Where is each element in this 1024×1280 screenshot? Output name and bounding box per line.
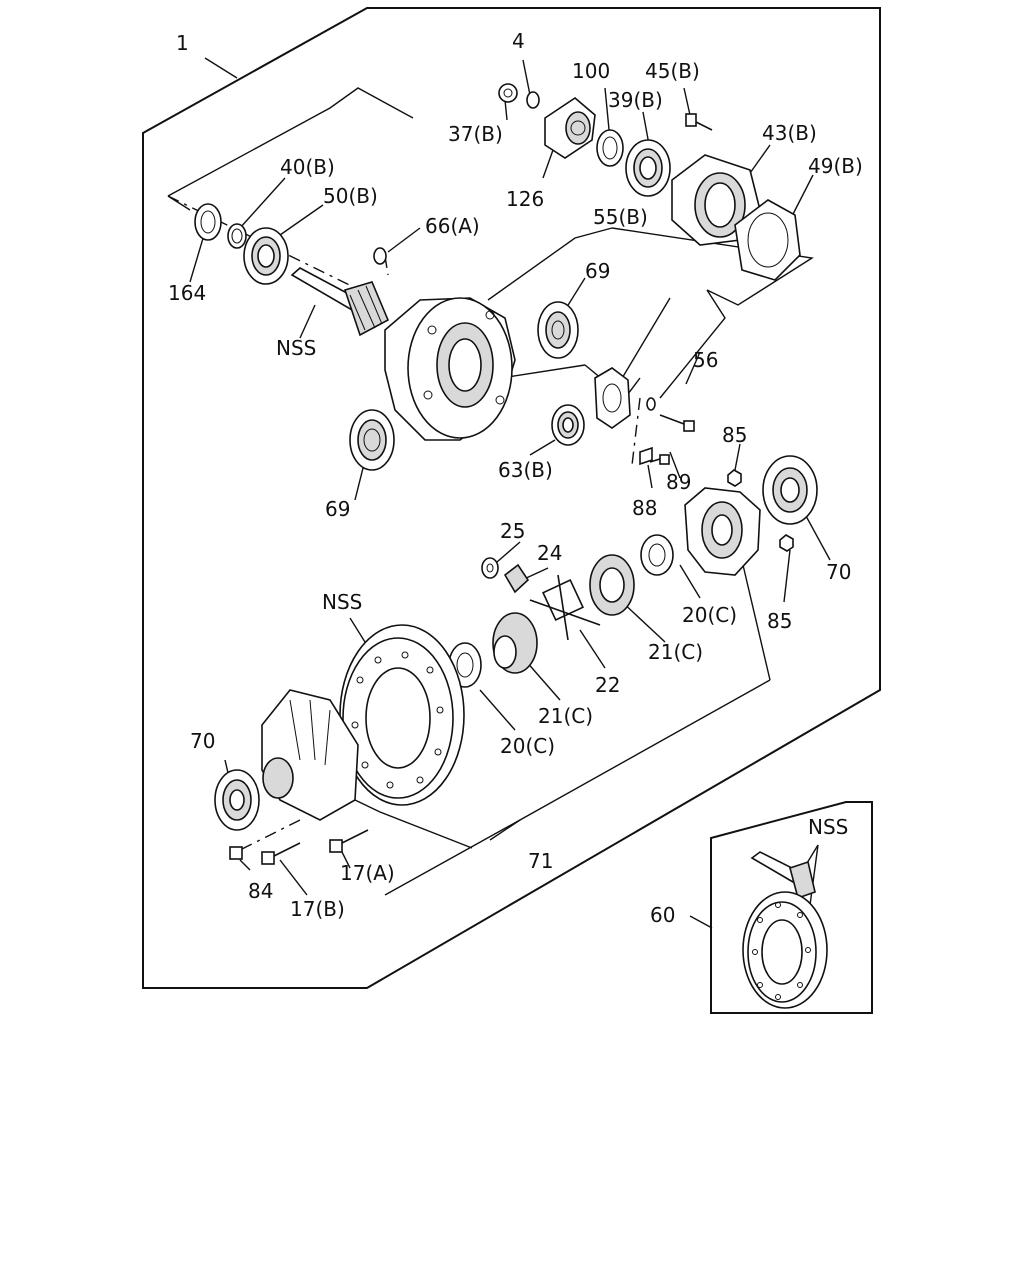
drive-pinion xyxy=(290,267,390,337)
callout-17a: 17(A) xyxy=(340,861,395,885)
diff-case-right xyxy=(684,487,761,576)
callout-nss-pinion: NSS xyxy=(276,336,316,360)
callout-20c-left: 20(C) xyxy=(500,734,555,758)
carrier-housing xyxy=(384,297,516,441)
callout-21c-left: 21(C) xyxy=(538,704,593,728)
clip-56 xyxy=(646,397,656,411)
callout-60: 60 xyxy=(650,903,675,927)
callout-66a: 66(A) xyxy=(425,214,480,238)
callout-43b: 43(B) xyxy=(762,121,817,145)
bolt-89 xyxy=(649,454,670,465)
shim-40b xyxy=(227,223,247,249)
adjuster-69-lower xyxy=(349,409,395,471)
gear-set-60 xyxy=(742,851,828,1009)
callout-1: 1 xyxy=(176,31,189,55)
bolt-17a xyxy=(329,829,369,853)
callout-labels: 1 4 100 45(B) 37(B) 39(B) 43(B) 49(B) 12… xyxy=(168,29,863,927)
oring-4 xyxy=(526,91,540,109)
seal-164 xyxy=(194,203,222,241)
callout-88: 88 xyxy=(632,496,657,520)
nut-85-lower xyxy=(779,534,794,552)
bearing-39b xyxy=(625,139,671,197)
collar-66a xyxy=(373,247,387,265)
inset-frame xyxy=(710,801,873,1014)
side-gear-21c-left xyxy=(492,612,538,674)
thrust-washer-20c-right xyxy=(640,534,674,576)
callout-84: 84 xyxy=(248,879,273,903)
callout-71: 71 xyxy=(528,849,553,873)
callout-63b: 63(B) xyxy=(498,458,553,482)
main-assembly-frame xyxy=(142,7,881,989)
side-gear-21c-right xyxy=(589,554,635,616)
callout-40b: 40(B) xyxy=(280,155,335,179)
seal-100 xyxy=(596,129,624,167)
callout-164: 164 xyxy=(168,281,206,305)
callout-70-right: 70 xyxy=(826,560,851,584)
diff-case-left xyxy=(261,689,359,821)
nut-37b xyxy=(498,83,518,103)
bearing-63b xyxy=(551,404,585,446)
callout-85-upper: 85 xyxy=(722,423,747,447)
ring-gear xyxy=(339,624,465,806)
callout-89: 89 xyxy=(666,470,691,494)
callout-69-lower: 69 xyxy=(325,497,350,521)
bolt-17b xyxy=(261,842,301,865)
callout-70-left: 70 xyxy=(190,729,215,753)
callout-21c-right: 21(C) xyxy=(648,640,703,664)
bearing-50b xyxy=(243,227,289,285)
lock-88 xyxy=(639,446,653,466)
callout-69-upper: 69 xyxy=(585,259,610,283)
bolt-45b xyxy=(685,113,713,131)
callout-49b: 49(B) xyxy=(808,154,863,178)
bolt-56 xyxy=(659,414,695,432)
callout-20c-right: 20(C) xyxy=(682,603,737,627)
callout-45b: 45(B) xyxy=(645,59,700,83)
callout-4: 4 xyxy=(512,29,525,53)
callout-22: 22 xyxy=(595,673,620,697)
bolt-84 xyxy=(229,846,243,860)
nut-85-upper xyxy=(727,469,742,487)
bearing-cap-56 xyxy=(594,367,631,429)
pinion-gear-24 xyxy=(503,563,530,594)
adjuster-69-upper xyxy=(537,301,579,359)
spider-22 xyxy=(529,574,601,641)
bearing-70-right xyxy=(762,455,818,525)
bearing-70-left xyxy=(214,769,260,831)
callout-nss-ringgear: NSS xyxy=(322,590,362,614)
callout-37b: 37(B) xyxy=(448,122,503,146)
callout-56: 56 xyxy=(693,348,718,372)
callout-126: 126 xyxy=(506,187,544,211)
callout-nss-inset: NSS xyxy=(808,815,848,839)
gasket-49b xyxy=(734,199,801,281)
callout-50b: 50(B) xyxy=(323,184,378,208)
callout-100: 100 xyxy=(572,59,610,83)
callout-25: 25 xyxy=(500,519,525,543)
callout-85-lower: 85 xyxy=(767,609,792,633)
callout-39b: 39(B) xyxy=(608,88,663,112)
callout-24: 24 xyxy=(537,541,562,565)
callout-17b: 17(B) xyxy=(290,897,345,921)
washer-25 xyxy=(481,557,499,579)
companion-flange-126 xyxy=(544,96,596,159)
callout-55b: 55(B) xyxy=(593,205,648,229)
